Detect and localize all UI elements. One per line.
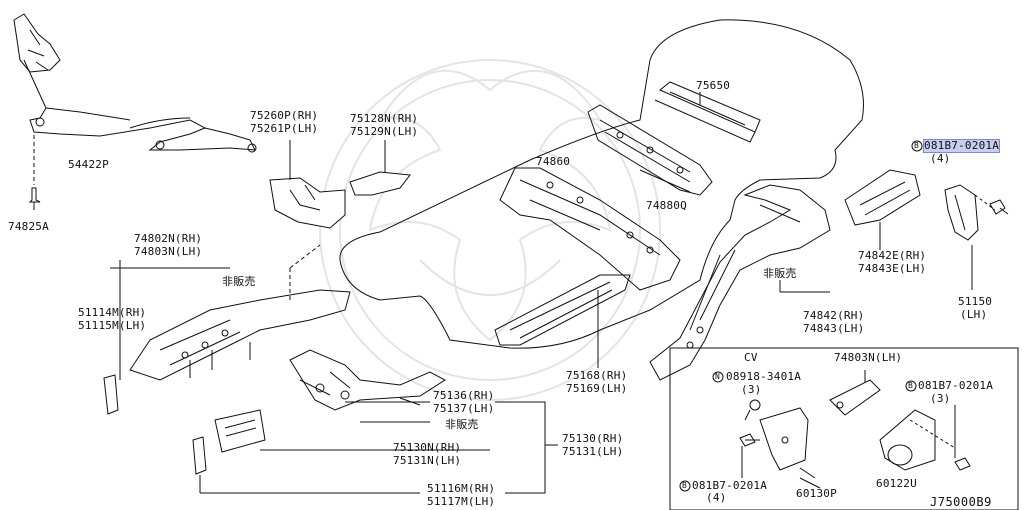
bolt-74825a	[28, 187, 41, 210]
member-75168	[494, 274, 631, 346]
part-label-75650[interactable]: 75650	[696, 79, 731, 92]
part-label-74825a[interactable]: 74825A	[8, 220, 49, 233]
part-label-51150[interactable]: 51150	[958, 295, 993, 308]
bolt-marker-inset-left	[679, 480, 691, 492]
bolt-marker-letter: B	[908, 381, 914, 390]
not-for-sale-label: 非販売	[222, 275, 256, 288]
not-for-sale-label: 非販売	[763, 267, 797, 280]
part-qty-081b7-top: (4)	[930, 152, 951, 165]
part-label-54422p[interactable]: 54422P	[68, 158, 109, 171]
part-label-60122u[interactable]: 60122U	[876, 477, 917, 490]
part-label-75137[interactable]: 75137(LH)	[433, 402, 495, 415]
part-label-75136[interactable]: 75136(RH)	[433, 389, 495, 402]
dragon-crest-watermark	[319, 59, 661, 401]
plate-75130n	[214, 409, 266, 453]
bolt-marker-top	[911, 140, 923, 152]
bracket-75128n	[349, 171, 411, 196]
part-label-74843[interactable]: 74843(LH)	[803, 322, 865, 335]
part-side-51150: (LH)	[960, 308, 988, 321]
inset-title-cv: CV	[744, 351, 758, 364]
strut-brace-54422p	[13, 13, 257, 153]
plate-51114m	[103, 374, 119, 415]
part-label-74842[interactable]: 74842(RH)	[803, 309, 865, 322]
part-label-51116m[interactable]: 51116M(RH)	[427, 482, 496, 495]
inset-bracket-74803n	[829, 379, 881, 416]
part-label-081b7-0201a-inset-left[interactable]: 081B7-0201A	[692, 479, 768, 492]
part-label-75128n[interactable]: 75128N(RH)	[350, 112, 419, 125]
inset-mount-60122u	[879, 409, 936, 471]
bolt-marker-inset-right	[905, 380, 917, 392]
crossmember-74880q	[587, 104, 713, 196]
inset-bolt-left	[739, 433, 756, 447]
part-label-74860[interactable]: 74860	[536, 155, 571, 168]
nut-marker-letter: N	[715, 372, 721, 381]
bolt-marker-letter: B	[914, 141, 920, 150]
part-label-51114m[interactable]: 51114M(RH)	[78, 306, 147, 319]
floor-outline	[339, 19, 864, 349]
part-label-75169[interactable]: 75169(LH)	[566, 382, 628, 395]
part-label-75261p[interactable]: 75261P(LH)	[250, 122, 319, 135]
part-label-74842e[interactable]: 74842E(RH)	[858, 249, 927, 262]
member-74860	[499, 167, 681, 291]
inset-nut	[749, 399, 761, 411]
not-for-sale-label: 非販売	[445, 418, 479, 431]
part-label-74843e[interactable]: 74843E(LH)	[858, 262, 927, 275]
part-qty-08918: (3)	[741, 383, 762, 396]
part-label-74803n-inset[interactable]: 74803N(LH)	[834, 351, 903, 364]
part-label-75131n[interactable]: 75131N(LH)	[393, 454, 462, 467]
part-label-081b7-0201a-selected[interactable]: 081B7-0201A	[922, 139, 1001, 153]
bolt-081b7-top	[989, 199, 1009, 215]
part-qty-081b7-inset-left: (4)	[706, 491, 727, 504]
part-label-75129n[interactable]: 75129N(LH)	[350, 125, 419, 138]
part-label-08918-3401a[interactable]: 08918-3401A	[726, 370, 802, 383]
part-label-75131[interactable]: 75131(LH)	[562, 445, 624, 458]
part-label-75130n[interactable]: 75130N(RH)	[393, 441, 462, 454]
cv-inset-frame	[669, 347, 1019, 510]
nut-marker-inset	[712, 371, 724, 383]
part-label-51115m[interactable]: 51115M(LH)	[78, 319, 147, 332]
part-label-74802n[interactable]: 74802N(RH)	[134, 232, 203, 245]
part-label-081b7-0201a-inset-right[interactable]: 081B7-0201A	[918, 379, 994, 392]
part-label-60130p[interactable]: 60130P	[796, 487, 837, 500]
bracket-51150	[944, 184, 979, 241]
bolt-marker-letter: B	[682, 481, 688, 490]
part-label-75260p[interactable]: 75260P(RH)	[250, 109, 319, 122]
diagram-code: J75000B9	[930, 495, 992, 509]
part-label-75130[interactable]: 75130(RH)	[562, 432, 624, 445]
inset-bracket-60130p	[759, 407, 809, 471]
part-label-51117m[interactable]: 51117M(LH)	[427, 495, 496, 508]
assembly-74802n	[129, 289, 351, 381]
part-label-74803n[interactable]: 74803N(LH)	[134, 245, 203, 258]
bracket-75260p	[269, 177, 346, 229]
part-qty-081b7-inset-right: (3)	[930, 392, 951, 405]
part-label-75168[interactable]: 75168(RH)	[566, 369, 628, 382]
side-member-74842	[649, 184, 831, 381]
crossmember-75650	[654, 81, 761, 143]
bracket-74842e	[844, 169, 921, 226]
part-label-74880q[interactable]: 74880Q	[646, 199, 687, 212]
bracket-75136	[289, 349, 446, 411]
inset-bolt-right	[954, 457, 971, 471]
plate-51116m	[192, 436, 207, 475]
